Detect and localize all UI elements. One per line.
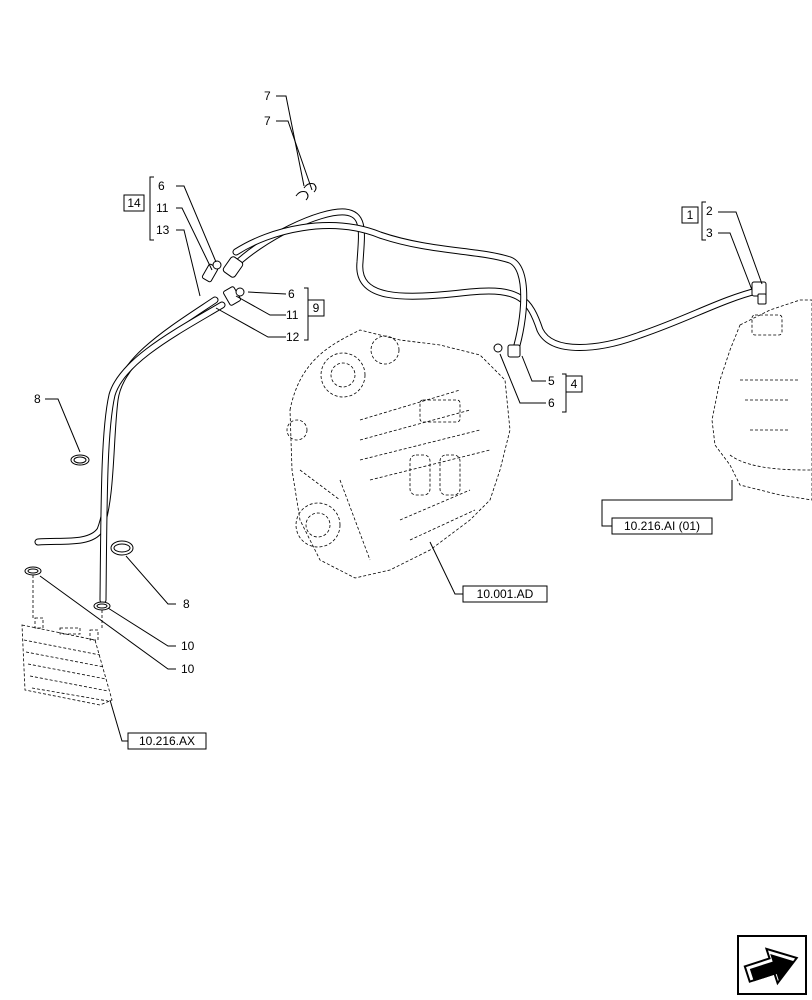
callout-8-upper: 8: [34, 392, 41, 406]
callout-7-upper: 7: [264, 89, 271, 103]
hose-clamp-lower: [110, 540, 134, 556]
callout-11-group14: 11: [156, 201, 169, 215]
next-page-arrow-icon[interactable]: [737, 935, 807, 995]
callout-6-group4: 6: [548, 396, 555, 410]
group-box-14: 14: [123, 194, 145, 212]
engine-illustration: [286, 329, 511, 579]
group-label-9: 9: [313, 301, 320, 315]
leader-lines: [39, 95, 763, 742]
fitting-elbow-lower: [223, 286, 245, 306]
oil-cooler-illustration: [21, 575, 113, 706]
callout-12: 12: [286, 330, 300, 344]
callout-13: 13: [156, 223, 170, 237]
callout-7-lower: 7: [264, 114, 271, 128]
fitting-pump-elbow: [751, 281, 767, 305]
callout-5: 5: [548, 374, 555, 388]
group-label-14: 14: [127, 196, 141, 210]
group-box-9: 9: [307, 299, 325, 317]
callout-10-upper: 10: [181, 639, 195, 653]
hose-return-line: [232, 222, 528, 356]
ref-label-engine: 10.001.AD: [477, 587, 534, 601]
group-box-1: 1: [681, 206, 699, 224]
callout-2: 2: [706, 204, 713, 218]
o-ring-right: [93, 601, 111, 611]
ref-box-pump[interactable]: 10.216.AI (01): [611, 517, 713, 535]
pump-housing-illustration: [711, 299, 812, 501]
ref-label-cooler: 10.216.AX: [139, 734, 195, 748]
hose-cooler-left: [34, 296, 219, 546]
ref-label-pump: 10.216.AI (01): [624, 519, 700, 533]
clip-pair: [295, 183, 317, 201]
ref-box-engine[interactable]: 10.001.AD: [462, 585, 548, 603]
group-box-4: 4: [565, 375, 583, 393]
fitting-engine-port: [493, 343, 521, 358]
callout-11-group9: 11: [286, 308, 299, 322]
callout-8-lower: 8: [183, 597, 190, 611]
callout-10-lower: 10: [181, 662, 195, 676]
fitting-elbow-top: [201, 256, 244, 283]
group-label-1: 1: [687, 208, 694, 222]
group-label-4: 4: [571, 377, 578, 391]
callout-6-group9: 6: [288, 287, 295, 301]
hose-main-pump-line: [228, 208, 764, 351]
o-ring-left: [24, 566, 42, 576]
hose-cooler-right: [99, 301, 226, 604]
hose-clamp-upper: [70, 454, 90, 466]
ref-box-cooler[interactable]: 10.216.AX: [127, 732, 207, 750]
callout-6-group14: 6: [158, 179, 165, 193]
callout-3: 3: [706, 226, 713, 240]
